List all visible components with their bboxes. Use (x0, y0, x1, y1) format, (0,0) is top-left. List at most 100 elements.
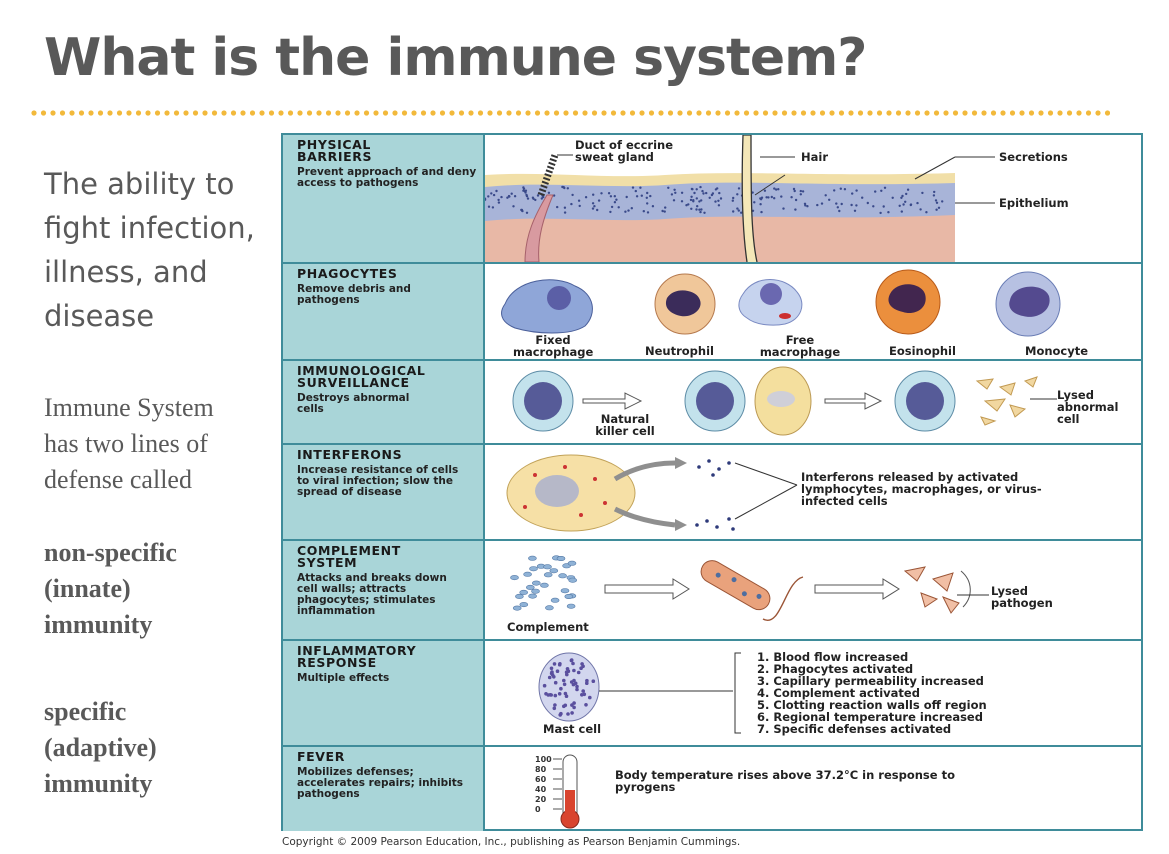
epithelium-dot (773, 197, 776, 200)
epithelium-dot (613, 195, 616, 198)
epithelium-dot (520, 208, 523, 212)
divider-dot (867, 110, 873, 116)
mast-granule (562, 682, 567, 687)
divider-dot (582, 110, 588, 116)
epithelium-dot (696, 205, 699, 208)
mast-granule (591, 679, 596, 683)
epithelium-dot (851, 192, 854, 195)
epithelium-dot (853, 209, 857, 212)
epithelium-dot (904, 200, 907, 203)
mast-granule (550, 670, 554, 674)
epithelium-dot (570, 202, 573, 206)
mast-granule (575, 687, 579, 692)
mast-granule (575, 684, 579, 689)
divider-dot (31, 110, 37, 116)
divider-dot (525, 110, 531, 116)
epithelium-dot (901, 194, 904, 198)
page-title: What is the immune system? (44, 28, 867, 88)
epithelium-dot (506, 196, 509, 199)
divider-dot (544, 110, 550, 116)
mast-granule (552, 662, 557, 666)
divider-dot (800, 110, 807, 116)
epithelium-dot (649, 194, 652, 198)
divider-dot (496, 110, 503, 116)
divider-dot (601, 110, 607, 116)
row-heading: IMMUNOLOGICAL SURVEILLANCE (297, 363, 426, 390)
interferons-note: Interferons released by activated lympho… (801, 471, 1042, 508)
epithelium-dot (487, 205, 491, 208)
epithelium-dot (526, 197, 530, 200)
divider-dot (477, 110, 484, 116)
epithelium-dot (737, 187, 741, 190)
divider-dot (658, 110, 664, 116)
thermometer-fill (565, 790, 575, 819)
divider-dot (145, 110, 151, 116)
epithelium-dot (525, 211, 529, 214)
row-heading: PHAGOCYTES (297, 266, 398, 281)
divider-dot (810, 110, 816, 116)
mast-granule (570, 711, 574, 715)
divider-dot (895, 110, 902, 116)
row-label-interferons: INTERFERONS Increase resistance of cells… (283, 445, 485, 541)
divider-dot (876, 110, 883, 116)
divider-dot (211, 110, 218, 116)
divider-dot (249, 110, 256, 116)
mast-granule (580, 662, 584, 666)
epithelium-dot (695, 208, 698, 211)
divider-dot (753, 110, 759, 116)
divider-dot (563, 110, 569, 116)
epithelium-dot (824, 194, 827, 197)
divider-dot (943, 110, 949, 116)
secretions-label: Secretions (999, 150, 1068, 164)
epithelium-dot (695, 188, 698, 191)
epithelium-dot (902, 203, 905, 206)
divider-dot (838, 110, 845, 116)
thermometer-tick-label: 80 (535, 765, 547, 774)
divider-dot (924, 110, 930, 116)
definition-text: The ability to fight infection, illness,… (44, 167, 255, 333)
divider-dot (667, 110, 674, 116)
epithelium-dot (900, 210, 903, 213)
mast-granule (542, 683, 547, 688)
complement-molecule (567, 560, 577, 566)
epithelium-dot (642, 210, 645, 213)
epithelium-dot (698, 200, 701, 203)
epithelium-dot (646, 211, 650, 214)
epithelium-dot (500, 195, 503, 199)
epithelium-dot (806, 205, 809, 208)
epithelium-dot (718, 191, 721, 195)
mast-granule (553, 703, 557, 707)
divider-dot (126, 110, 132, 116)
mast-granule (564, 670, 569, 674)
complement-molecule (564, 593, 574, 599)
mast-granule (572, 678, 576, 683)
epithelium-dot (687, 203, 690, 206)
epithelium-dot (670, 193, 674, 196)
epithelium-dot (664, 206, 667, 209)
epithelium-dot (627, 209, 630, 212)
epithelium-dot (532, 197, 535, 200)
divider-dot (705, 110, 712, 116)
epithelium-dot (705, 191, 708, 195)
epithelium-dot (828, 198, 831, 201)
specific-immunity-text: specific (adaptive) immunity (44, 697, 157, 798)
epithelium-dot (751, 191, 754, 194)
epithelium-dot (690, 207, 693, 210)
divider-dot (287, 110, 294, 116)
effect-item: 2. Phagocytes activated (757, 662, 913, 676)
divider-dot (88, 110, 94, 116)
complement-molecule (550, 597, 560, 603)
divider-dot (686, 110, 693, 116)
divider-dot (829, 110, 835, 116)
divider-dot (202, 110, 208, 116)
divider-dot (240, 110, 246, 116)
effect-item: 4. Complement activated (757, 686, 920, 700)
epithelium-dot (767, 196, 770, 199)
mast-granule (580, 693, 584, 697)
complement-molecule (540, 582, 549, 588)
mast-granule (563, 691, 568, 696)
divider-dot (97, 110, 104, 116)
epithelium-dot (891, 196, 894, 199)
epithelium-dot (835, 202, 838, 205)
